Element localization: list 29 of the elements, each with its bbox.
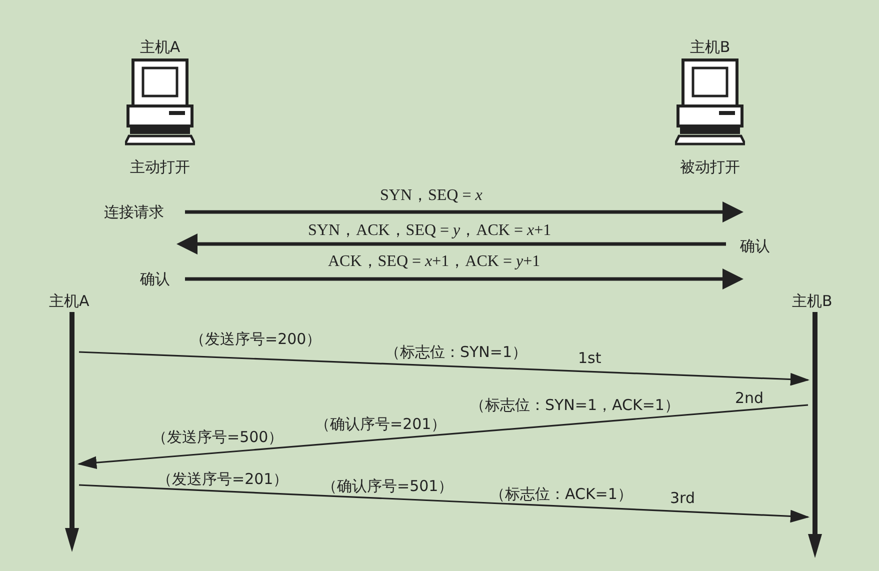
message-note: （标志位：SYN=1） <box>385 343 528 361</box>
edge-label: SYN，ACK，SEQ = y，ACK = x+1 <box>308 222 552 240</box>
step-label: 连接请求 <box>104 203 164 221</box>
arrow <box>185 268 744 290</box>
host-label: 主机A <box>49 292 90 310</box>
step-label: 确认 <box>140 270 170 288</box>
host-label: 主机B <box>690 38 730 56</box>
host-caption: 被动打开 <box>680 158 740 176</box>
edge-label: 3rd <box>670 489 695 507</box>
host-label: 主机A <box>140 38 180 56</box>
edge-label: 1st <box>578 349 602 367</box>
arrow <box>77 404 808 469</box>
arrow <box>78 351 810 386</box>
host-label: 主机B <box>792 292 832 310</box>
message-note: （标志位：ACK=1） <box>490 485 632 503</box>
message-note: （发送序号=200） <box>190 330 322 348</box>
message-note: （标志位：SYN=1，ACK=1） <box>470 396 680 414</box>
arrow <box>176 234 726 254</box>
message-note: （确认序号=201） <box>315 415 446 433</box>
arrow <box>78 484 810 523</box>
step-label: 确认 <box>740 237 770 255</box>
message-note: （发送序号=201） <box>157 470 288 488</box>
arrow <box>185 202 744 222</box>
host-caption: 主动打开 <box>130 158 190 176</box>
edge-label: ACK，SEQ = x+1，ACK = y+1 <box>328 253 540 271</box>
message-note: （发送序号=500） <box>152 428 284 446</box>
edge-label: 2nd <box>735 389 764 407</box>
message-note: （确认序号=501） <box>322 477 454 495</box>
edge-label: SYN，SEQ = x <box>380 187 482 205</box>
